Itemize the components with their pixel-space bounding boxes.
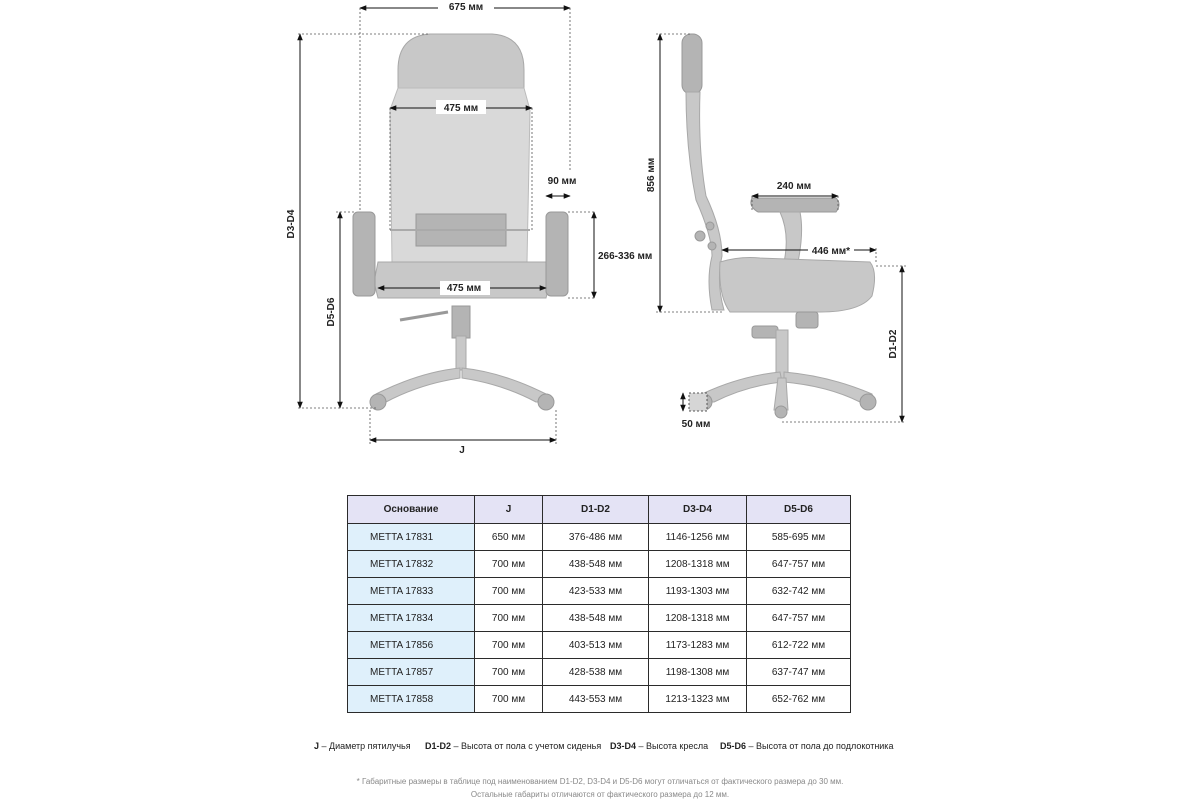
- footnote-line-1: * Габаритные размеры в таблице под наиме…: [356, 777, 844, 786]
- table-cell: METTA 17858: [347, 685, 475, 713]
- table-cell: 438-548 мм: [542, 604, 649, 632]
- table-cell: 423-533 мм: [542, 577, 649, 605]
- table-row: METTA 17832 700 мм 438-548 мм 1208-1318 …: [347, 550, 851, 578]
- column-header: J: [474, 495, 543, 524]
- table-cell: 403-513 мм: [542, 631, 649, 659]
- table-cell: 612-722 мм: [746, 631, 851, 659]
- front-view-chair: [352, 33, 569, 411]
- table-row: METTA 17833 700 мм 423-533 мм 1193-1303 …: [347, 577, 851, 605]
- table-cell: METTA 17832: [347, 550, 475, 578]
- column-header: D3-D4: [648, 495, 747, 524]
- table-cell: METTA 17857: [347, 658, 475, 686]
- table-cell: 1198-1308 мм: [648, 658, 747, 686]
- legend-item-d5-d6: D5-D6 – Высота от пола до подлокотника: [720, 741, 894, 751]
- table-cell: 1146-1256 мм: [648, 523, 747, 551]
- table-cell: 443-553 мм: [542, 685, 649, 713]
- side-view-dimensions: 856 мм 240 мм 446 мм* D1-D2 50 мм: [646, 33, 906, 430]
- table-cell: METTA 17833: [347, 577, 475, 605]
- table-row: METTA 17856 700 мм 403-513 мм 1173-1283 …: [347, 631, 851, 659]
- spec-table: Основание J D1-D2 D3-D4 D5-D6 METTA 1783…: [347, 495, 851, 713]
- legend-item-d3-d4: D3-D4 – Высота кресла: [610, 741, 709, 751]
- side-armrest-depth-label: 240 мм: [777, 181, 811, 192]
- front-armrest-width-label: 90 мм: [548, 176, 577, 187]
- table-cell: 700 мм: [474, 604, 543, 632]
- table-cell: 650 мм: [474, 523, 543, 551]
- table-cell: METTA 17856: [347, 631, 475, 659]
- table-header-row: Основание J D1-D2 D3-D4 D5-D6: [347, 495, 851, 524]
- legend-item-d1-d2: D1-D2 – Высота от пола с учетом сиденья: [425, 741, 602, 751]
- table-row: METTA 17834 700 мм 438-548 мм 1208-1318 …: [347, 604, 851, 632]
- table-cell: 1213-1323 мм: [648, 685, 747, 713]
- side-seat-depth-label: 446 мм*: [812, 246, 850, 257]
- table-cell: 585-695 мм: [746, 523, 851, 551]
- column-header: D5-D6: [746, 495, 851, 524]
- table-cell: 438-548 мм: [542, 550, 649, 578]
- table-cell: 1193-1303 мм: [648, 577, 747, 605]
- table-cell: 700 мм: [474, 550, 543, 578]
- legend-item-j: J – Диаметр пятилучья: [314, 741, 411, 751]
- table-cell: 632-742 мм: [746, 577, 851, 605]
- front-armrest-height-label: 266-336 мм: [598, 251, 652, 262]
- column-header: D1-D2: [542, 495, 649, 524]
- table-cell: 647-757 мм: [746, 604, 851, 632]
- table-cell: 637-747 мм: [746, 658, 851, 686]
- table-cell: 376-486 мм: [542, 523, 649, 551]
- table-cell: 647-757 мм: [746, 550, 851, 578]
- table-cell: 700 мм: [474, 577, 543, 605]
- front-overall-width-label: 675 мм: [449, 2, 483, 13]
- front-seat-width-label: 475 мм: [447, 283, 481, 294]
- side-caster-size-label: 50 мм: [682, 419, 711, 430]
- table-cell: 1208-1318 мм: [648, 550, 747, 578]
- chair-dimension-diagram: 675 мм 475 мм 475 мм 90 мм 266-336 мм D3…: [286, 0, 906, 456]
- side-seat-floor-label: D1-D2: [888, 329, 899, 358]
- front-back-width-label: 475 мм: [444, 103, 478, 114]
- front-armrest-floor-label: D5-D6: [326, 297, 337, 326]
- table-row: METTA 17831 650 мм 376-486 мм 1146-1256 …: [347, 523, 851, 551]
- table-cell: 700 мм: [474, 685, 543, 713]
- footnote-line-2: Остальные габариты отличаются от фактиче…: [470, 790, 730, 799]
- table-cell: 652-762 мм: [746, 685, 851, 713]
- table-cell: METTA 17834: [347, 604, 475, 632]
- table-row: METTA 17858 700 мм 443-553 мм 1213-1323 …: [347, 685, 851, 713]
- front-total-height-label: D3-D4: [286, 209, 297, 238]
- table-cell: 700 мм: [474, 658, 543, 686]
- column-header: Основание: [347, 495, 475, 524]
- side-back-height-label: 856 мм: [646, 158, 657, 192]
- side-view-chair: [681, 33, 877, 419]
- table-row: METTA 17857 700 мм 428-538 мм 1198-1308 …: [347, 658, 851, 686]
- table-cell: 1208-1318 мм: [648, 604, 747, 632]
- front-base-diameter-label: J: [459, 445, 465, 456]
- table-cell: 428-538 мм: [542, 658, 649, 686]
- table-cell: METTA 17831: [347, 523, 475, 551]
- table-cell: 1173-1283 мм: [648, 631, 747, 659]
- table-cell: 700 мм: [474, 631, 543, 659]
- front-view-dimensions: 675 мм 475 мм 475 мм 90 мм 266-336 мм D3…: [286, 0, 652, 456]
